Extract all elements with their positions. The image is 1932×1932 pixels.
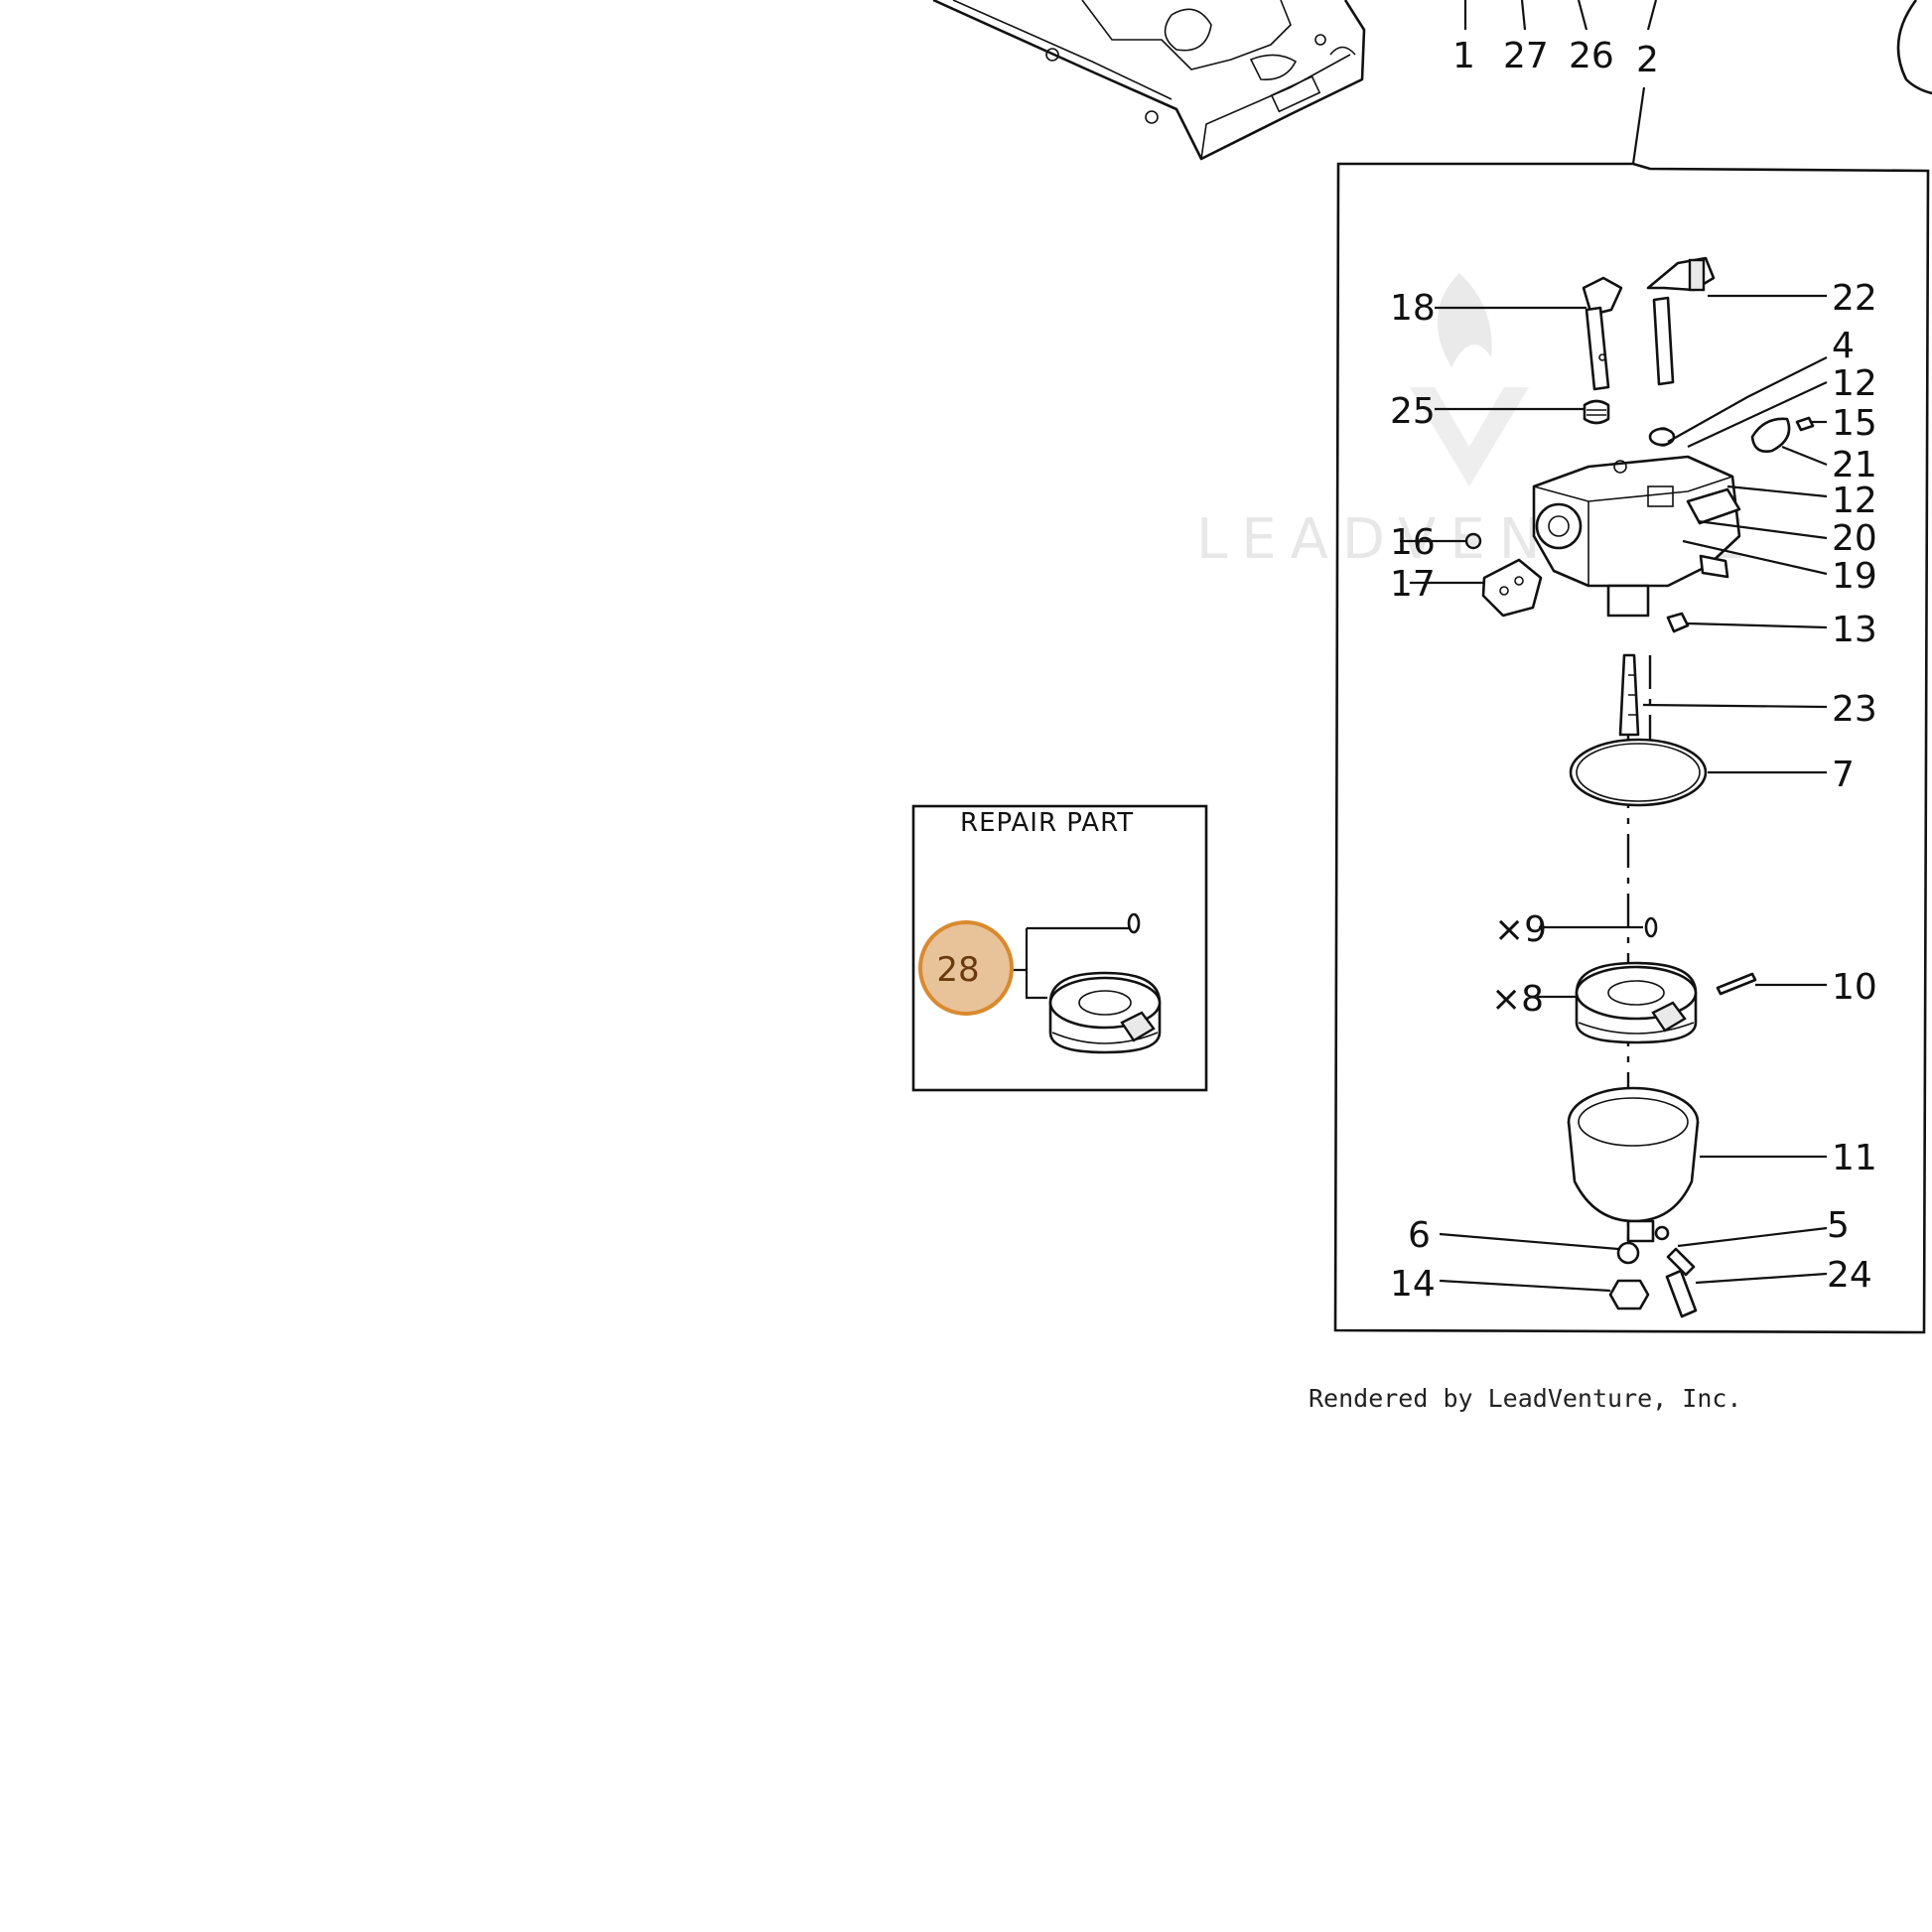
engine-part-edge: [1896, 0, 1932, 95]
callout-17: 17: [1390, 564, 1436, 605]
repair-part-box: REPAIR PART 28: [911, 804, 1208, 1092]
callout-9: ×9: [1494, 909, 1547, 950]
carburetor-body: [1532, 427, 1741, 618]
callout-20: 20: [1832, 518, 1877, 559]
callout-7: 7: [1832, 755, 1855, 795]
callout-5: 5: [1827, 1205, 1850, 1246]
repair-part-title: REPAIR PART: [960, 808, 1134, 838]
leader-lines: [1400, 294, 1828, 1293]
callout-15: 15: [1832, 403, 1877, 444]
float-bowl-gasket-8: [1575, 916, 1757, 1044]
choke-shaft: [1646, 256, 1716, 386]
highlight-marker-28[interactable]: [918, 920, 1014, 1016]
callout-28[interactable]: 28: [936, 950, 979, 990]
throttle-shaft: [1582, 276, 1623, 391]
small-parts: [1464, 416, 1815, 737]
o-ring-7: [1569, 738, 1708, 807]
callout-4: 4: [1832, 326, 1855, 366]
callout-13: 13: [1832, 610, 1877, 650]
engine-block-fragment: [932, 0, 1366, 161]
callout-6: 6: [1408, 1215, 1431, 1256]
callout-27: 27: [1503, 36, 1549, 76]
callout-1: 1: [1452, 36, 1475, 76]
callout-16: 16: [1390, 522, 1436, 563]
footer-credit: Rendered by LeadVenture, Inc.: [1309, 1384, 1742, 1413]
callout-10: 10: [1832, 967, 1877, 1008]
callout-19: 19: [1832, 556, 1877, 597]
callout-labels: 18 22 4 12 15 25 21 12 20 16 19 17 13 23…: [1390, 278, 1877, 1305]
float-bowl-11: [1567, 1086, 1700, 1243]
spring-25: [1583, 399, 1610, 425]
callout-18: 18: [1390, 288, 1436, 329]
callout-8: ×8: [1491, 979, 1544, 1020]
callout-22: 22: [1832, 278, 1877, 319]
callout-24: 24: [1827, 1255, 1872, 1296]
callout-25: 25: [1390, 391, 1436, 432]
carburetor-frame: [1333, 162, 1930, 1334]
callout-11: 11: [1832, 1138, 1877, 1178]
bowl-screws: [1608, 1225, 1698, 1318]
repair-needle: [1127, 912, 1141, 934]
callout-12a: 12: [1832, 363, 1877, 404]
callout-21: 21: [1832, 445, 1877, 485]
bracket-leader: [1631, 86, 1646, 165]
callout-26: 26: [1569, 36, 1614, 76]
callout-2: 2: [1636, 40, 1659, 80]
callout-23: 23: [1832, 689, 1877, 730]
repair-float-assembly: [1048, 971, 1162, 1054]
callout-12b: 12: [1832, 481, 1877, 521]
top-callouts: 1 27 26 2: [1452, 0, 1659, 80]
callout-14: 14: [1390, 1264, 1436, 1305]
